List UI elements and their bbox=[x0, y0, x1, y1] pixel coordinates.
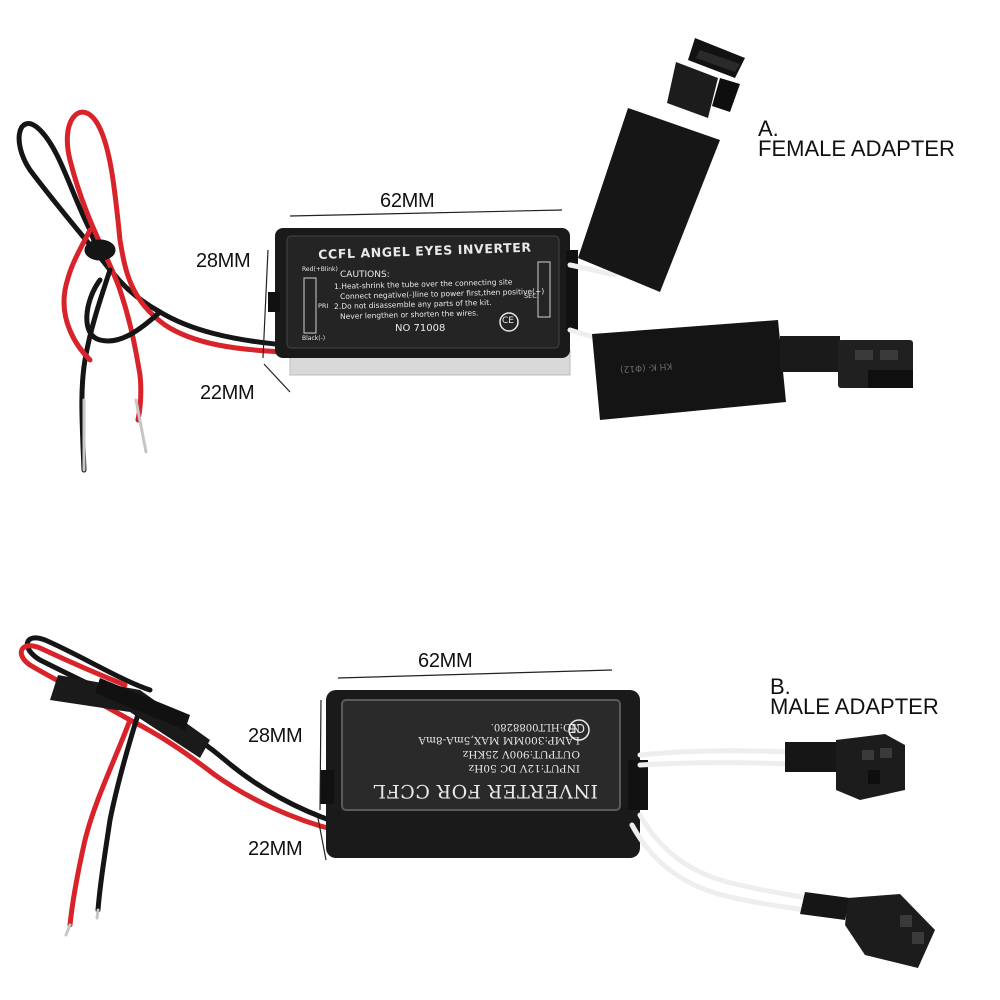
model-number-a: NO 71008 bbox=[395, 323, 446, 334]
adapter-letter-b: B. bbox=[770, 674, 791, 699]
product-b bbox=[18, 635, 935, 968]
dimension-label-length-b: 62MM bbox=[418, 650, 473, 672]
dimension-label-depth-b: 22MM bbox=[248, 838, 303, 860]
dimension-label-depth-a: 22MM bbox=[200, 382, 255, 404]
product-a bbox=[16, 38, 913, 473]
female-connector-a bbox=[578, 38, 745, 292]
box-label-b-rotated: INVERTER FOR CCFL INPUT:12V DC 50Hz OUTP… bbox=[342, 700, 620, 810]
dimension-label-height-a: 28MM bbox=[196, 250, 251, 272]
dimension-lines-a bbox=[262, 209, 563, 393]
output-wires-b bbox=[629, 748, 811, 913]
cautions-heading-a: CAUTIONS: bbox=[340, 270, 390, 280]
sec-label-a: SEC bbox=[524, 292, 537, 300]
spec-lamp-b: LAMP:300MM MAX,5mA-8mA bbox=[418, 734, 580, 746]
wire-bundle-a bbox=[16, 109, 288, 473]
black-wire-label-a: Black(-) bbox=[302, 335, 326, 342]
dimension-label-length-a: 62MM bbox=[380, 190, 435, 212]
red-wire-label-a: Red(+Blink) bbox=[302, 266, 338, 273]
dimension-label-height-b: 28MM bbox=[248, 725, 303, 747]
box-title-b: INVERTER FOR CCFL bbox=[372, 780, 598, 802]
adapter-letter-a: A. bbox=[758, 116, 779, 141]
male-connector-b-upper bbox=[785, 734, 905, 800]
fuse-holder-b bbox=[50, 675, 210, 758]
serial-number-b: NO:HLT0088280. bbox=[490, 721, 580, 732]
spec-output-b: OUTPUT:900V 25KHz bbox=[462, 748, 580, 760]
spec-input-b: INPUT:12V DC 50Hz bbox=[468, 762, 580, 774]
inverter-box-a bbox=[268, 228, 578, 376]
pri-label-a: PRI bbox=[318, 302, 329, 310]
male-connector-b-lower bbox=[800, 892, 935, 968]
adapter-name-a: FEMALE ADAPTER bbox=[758, 136, 955, 161]
adapter-name-b: MALE ADAPTER bbox=[770, 694, 939, 719]
dimension-lines-b bbox=[317, 669, 613, 861]
inverter-box-b bbox=[320, 690, 648, 858]
male-connector-a bbox=[592, 320, 913, 420]
ce-mark-b: CE bbox=[569, 721, 585, 735]
ce-mark-a: CE bbox=[502, 316, 514, 326]
